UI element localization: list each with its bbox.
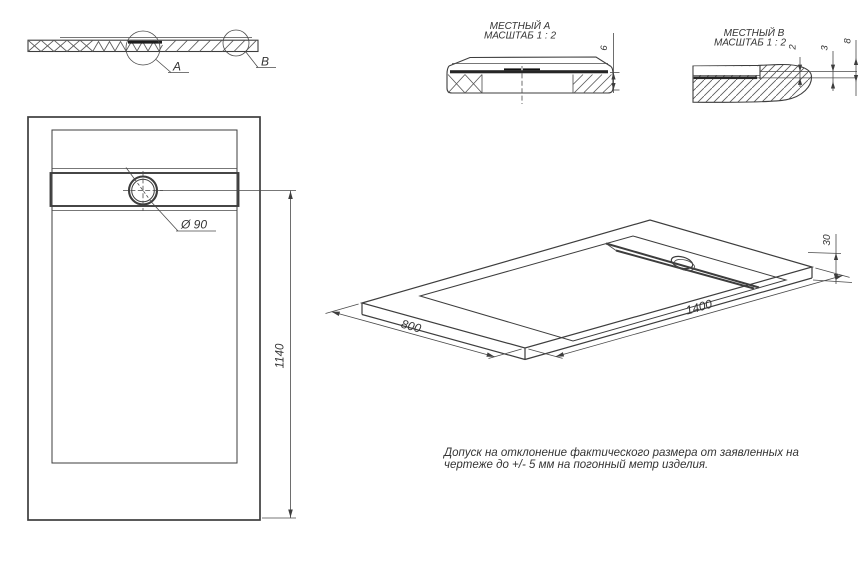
plan-view: Ø 90 1140: [27, 116, 296, 521]
svg-text:3: 3: [820, 45, 831, 51]
detail-a-scale: МАСШТАБ 1 : 2: [484, 31, 556, 42]
seam-line: [693, 76, 758, 80]
dimension-30: 30: [807, 234, 853, 284]
svg-text:8: 8: [843, 38, 854, 44]
crosshatch-left: [27, 39, 94, 52]
drain-channel: [49, 172, 240, 207]
note-line-1: Допуск на отклонение фактического размер…: [442, 447, 799, 459]
section-label-b: B: [261, 55, 269, 69]
tolerance-note: Допуск на отклонение фактического размер…: [442, 447, 799, 471]
svg-text:800: 800: [400, 317, 423, 336]
dimension-6: 6: [599, 33, 620, 93]
drain-cover-section: [128, 40, 162, 44]
svg-text:30: 30: [822, 234, 833, 246]
detail-a-hatch: [572, 74, 613, 94]
section-label-a: A: [172, 60, 181, 74]
tray-outer-rect: [27, 116, 261, 521]
iso-inner-floor: [418, 235, 788, 342]
svg-text:1400: 1400: [684, 297, 714, 318]
detail-a-title: МЕСТНЫЙ А: [490, 19, 551, 32]
iso-thickness-edges: [361, 267, 813, 361]
dimension-2: 2: [788, 44, 803, 87]
dimension-8: 8: [843, 38, 859, 96]
svg-text:1140: 1140: [275, 343, 287, 368]
detail-b-title: МЕСТНЫЙ В: [724, 26, 785, 39]
svg-text:2: 2: [788, 44, 799, 51]
dimension-1140: 1140: [157, 190, 296, 519]
detail-b-view: МЕСТНЫЙ В МАСШТАБ 1 : 2 2 3: [692, 26, 859, 103]
detail-a-view: МЕСТНЫЙ А МАСШТАБ 1 : 2 6: [446, 19, 620, 104]
detail-a-crosshatch: [447, 74, 483, 94]
dimension-3: 3: [820, 45, 836, 91]
detail-circle-b: [222, 29, 250, 57]
iso-drain-channel: [605, 242, 760, 290]
svg-text:Ø 90: Ø 90: [180, 218, 207, 232]
detail-circle-a: [125, 30, 161, 66]
detail-b-scale: МАСШТАБ 1 : 2: [714, 38, 786, 49]
hatch-right: [164, 39, 257, 52]
section-view: A B: [27, 29, 276, 74]
note-line-2: чертеже до +/- 5 мм на погонный метр изд…: [444, 459, 708, 471]
iso-view: 800 1400 30: [325, 219, 853, 361]
iso-drain-hole: [670, 255, 694, 270]
drain-cover-detail: [450, 70, 608, 74]
dimension-800: 800: [325, 303, 522, 359]
dimension-drain: Ø 90: [125, 167, 216, 232]
tray-inner-rect: [51, 129, 238, 464]
svg-text:6: 6: [599, 45, 610, 51]
